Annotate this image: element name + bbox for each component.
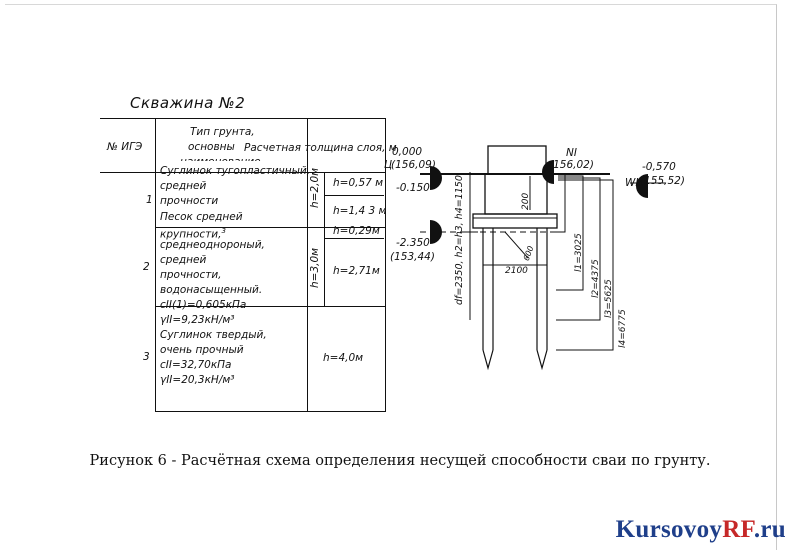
row3-line-3: cII=32,70кПа <box>160 359 232 371</box>
row1-sublayer-2: h=1,4 3 м <box>333 205 387 217</box>
row3-line-4: γII=20,3кН/м³ <box>160 374 235 386</box>
wl-level-bottom: (155,52) <box>640 175 685 187</box>
water-level-marker-icon <box>636 174 648 198</box>
mark-zero-top: 0,000 <box>392 146 423 158</box>
row2-line-6: водонасыщенный. <box>160 284 263 296</box>
header-soil-type: Тип грунта, <box>190 126 255 138</box>
level-marker-icon <box>430 166 442 190</box>
wl-level-top: -0,570 <box>642 161 676 173</box>
row1-sublayer-1: h=0,57 м <box>333 177 384 189</box>
level-marker-icon <box>542 160 554 184</box>
row1-line-1: Суглинок тугопластичный, <box>160 165 311 177</box>
table-header-line <box>100 172 385 173</box>
row2-line-1: Песок средней <box>160 211 243 223</box>
mark-15602: (156,02) <box>549 159 594 171</box>
row3-line-1: Суглинок твердый, <box>160 329 267 341</box>
drawing-frame <box>5 4 777 550</box>
table-bottom-line <box>155 411 385 412</box>
header-soil-type-2: основны <box>188 141 235 153</box>
row2-line-5: прочности, <box>160 269 222 281</box>
table-row2-line <box>155 306 385 307</box>
row3-number: 3 <box>143 351 150 363</box>
sublayer-line-1 <box>324 195 384 196</box>
mark-minus-2350: -2.350 <box>396 237 430 249</box>
row2-line-7: cII(1)=0,605кПа <box>160 299 247 311</box>
site-logo[interactable]: KursovoyRF.ru <box>615 516 786 543</box>
table-col1-line <box>155 118 156 412</box>
row1-line-3: прочности <box>160 195 219 207</box>
table-top-line <box>100 118 385 119</box>
mark-minus-0150: -0.150 <box>396 182 430 194</box>
table-col3-line <box>324 172 325 306</box>
dim-2100: 2100 <box>505 266 528 276</box>
header-ige-number: № ИГЭ <box>107 141 143 153</box>
table-col2-line <box>307 118 308 412</box>
header-soil-type-3: наименование <box>180 156 261 168</box>
table-row1-line <box>155 227 385 228</box>
row1-number: 1 <box>146 194 153 206</box>
mark-15344: (153,44) <box>390 251 435 263</box>
figure-caption: Рисунок 6 - Расчётная схема определения … <box>89 453 711 469</box>
row2-sublayer-2: h=2,71м <box>333 265 380 277</box>
dim-vertical-df: df=2350, h2=h3, h4=1150 <box>454 175 465 305</box>
borehole-title: Скважина №2 <box>130 94 246 112</box>
sublayer-line-2 <box>324 238 384 239</box>
row2-line-4: средней <box>160 254 207 266</box>
dim-l3: l3=5625 <box>604 279 614 318</box>
header-thickness: Расчетная толщина слоя, м <box>244 142 397 154</box>
row2-line-2: крупности,3 <box>160 227 226 241</box>
mark-ni-label: NI <box>566 147 577 159</box>
mark-zero-bottom: (156,09) <box>391 159 436 171</box>
dim-l4: l4=6775 <box>618 309 628 348</box>
row3-layer-height: h=4,0м <box>323 352 364 364</box>
table-right-line <box>385 118 386 412</box>
row2-line-3: среднеоднороный, <box>160 239 265 251</box>
level-marker-icon <box>430 220 442 244</box>
mark-zero-prefix: Ц <box>384 159 393 171</box>
dim-200: 200 <box>521 192 531 210</box>
dim-l1: l1=3025 <box>574 233 584 272</box>
row1-line-2: средней <box>160 180 207 192</box>
row2-sublayer-1: h=0,29м <box>333 225 380 237</box>
wl-label: WL <box>625 177 642 189</box>
row2-line-8: γII=9,23кН/м³ <box>160 314 235 326</box>
row3-line-2: очень прочный <box>160 344 244 356</box>
row2-number: 2 <box>143 261 150 273</box>
